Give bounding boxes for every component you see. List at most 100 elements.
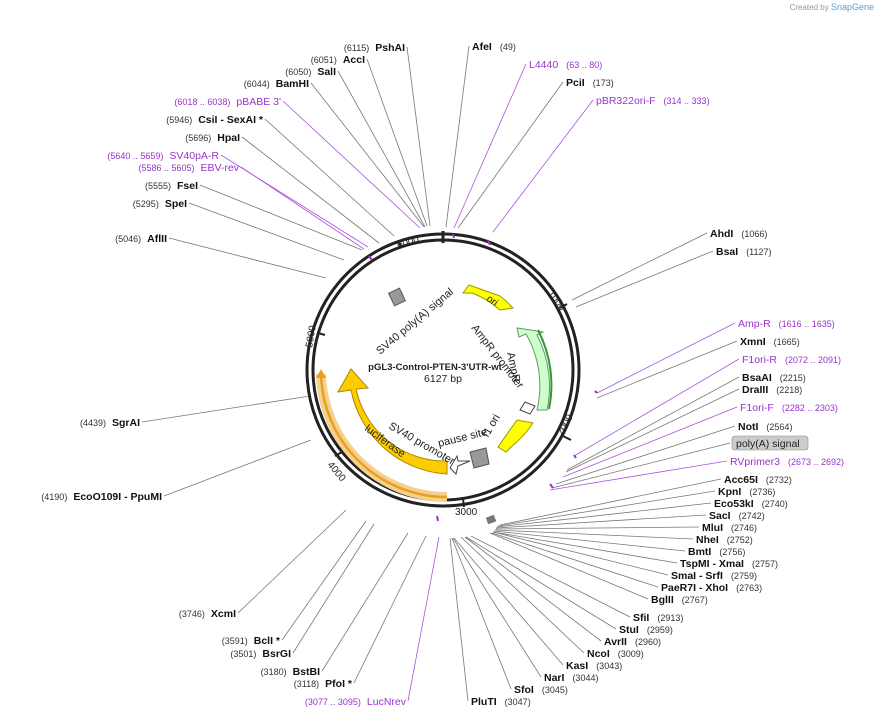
site-label-avrii[interactable]: AvrII(2960) xyxy=(604,636,661,648)
site-label-ebv-rev[interactable]: EBV-rev(5586 .. 5605) xyxy=(138,162,239,174)
tick-label-2000: 2000 xyxy=(555,412,576,437)
site-position: (2757) xyxy=(752,559,778,569)
site-label-aflii[interactable]: AflII(5046) xyxy=(115,233,167,245)
site-name: pBR322ori-F xyxy=(596,95,656,107)
leader-bsaai xyxy=(566,376,740,471)
site-label-ecoo109i-ppumi[interactable]: EcoO109I - PpuMI(4190) xyxy=(41,491,162,503)
leader-smai-srfi xyxy=(492,531,669,576)
site-label-ncoi[interactable]: NcoI(3009) xyxy=(587,648,644,660)
site-label-sgrai[interactable]: SgrAI(4439) xyxy=(80,417,140,429)
site-label-acci[interactable]: AccI(6051) xyxy=(311,54,365,66)
site-label-saci[interactable]: SacI(2742) xyxy=(709,510,765,522)
site-label-pshai[interactable]: PshAI(6115) xyxy=(344,42,405,54)
site-label-pcii[interactable]: PciI(173) xyxy=(566,77,614,89)
site-name: EBV-rev xyxy=(200,162,239,174)
feature-badge xyxy=(731,435,809,451)
tick-1000 xyxy=(559,303,568,309)
site-label-bsai[interactable]: BsaI(1127) xyxy=(716,246,772,258)
site-label-amp-r[interactable]: Amp-R(1616 .. 1635) xyxy=(738,318,835,330)
site-label-fsei[interactable]: FseI(5555) xyxy=(145,180,198,192)
leader-sfii xyxy=(470,535,631,618)
site-label-pluti[interactable]: PluTI(3047) xyxy=(471,696,531,708)
site-label-bsrgi[interactable]: BsrGI(3501) xyxy=(230,648,291,660)
site-name: F1ori-R xyxy=(742,354,777,366)
site-label-noti[interactable]: NotI(2564) xyxy=(738,421,792,433)
site-label-sfoi[interactable]: SfoI(3045) xyxy=(514,684,568,696)
site-name: SgrAI xyxy=(112,417,140,429)
site-label-csii-sexai[interactable]: CsiI - SexAI *(5946) xyxy=(166,114,264,126)
site-label-tspmi-xmai[interactable]: TspMI - XmaI(2757) xyxy=(680,558,778,570)
leader-paer7i-xhoi xyxy=(491,532,659,588)
site-label-lucnrev[interactable]: LucNrev(3077 .. 3095) xyxy=(305,696,407,708)
site-name: PluTI xyxy=(471,696,497,708)
f1-ori-feature[interactable] xyxy=(497,419,534,453)
site-name: AccI xyxy=(343,54,365,66)
leader-sali xyxy=(337,70,426,228)
site-label-sfii[interactable]: SfiI(2913) xyxy=(633,612,683,624)
site-position: (2215) xyxy=(780,373,806,383)
site-label-sv40pa-r[interactable]: SV40pA-R(5640 .. 5659) xyxy=(107,150,219,162)
site-label-poly-a-signal[interactable]: poly(A) signal xyxy=(731,435,809,451)
site-position: (2960) xyxy=(635,637,661,647)
site-label-spei[interactable]: SpeI(5295) xyxy=(133,198,187,210)
site-label-sali[interactable]: SalI(6050) xyxy=(285,66,336,78)
site-label-kasi[interactable]: KasI(3043) xyxy=(566,660,622,672)
site-label-eco53ki[interactable]: Eco53kI(2740) xyxy=(714,498,788,510)
pause-site-feature[interactable] xyxy=(469,447,490,469)
ampr-feature[interactable] xyxy=(516,327,550,411)
site-label-xmni[interactable]: XmnI(1665) xyxy=(740,336,800,348)
site-position: (2763) xyxy=(736,583,762,593)
leader-bmti xyxy=(493,530,686,552)
site-label-hpai[interactable]: HpaI(5696) xyxy=(185,132,240,144)
ori-feature[interactable] xyxy=(462,284,514,311)
site-label-xcmi[interactable]: XcmI(3746) xyxy=(179,608,236,620)
site-name: CsiI - SexAI * xyxy=(198,114,264,126)
site-label-mlui[interactable]: MluI(2746) xyxy=(702,522,757,534)
site-label-paer7i-xhoi[interactable]: PaeR7I - XhoI(2763) xyxy=(661,582,762,594)
leader-mlui xyxy=(495,526,700,530)
site-position: (173) xyxy=(593,78,614,88)
site-label-rvprimer3[interactable]: RVprimer3(2673 .. 2692) xyxy=(730,456,844,468)
site-name: BmtI xyxy=(688,546,711,558)
site-label-ahdi[interactable]: AhdI(1066) xyxy=(710,228,767,240)
site-name: NarI xyxy=(544,672,565,684)
sv40-polya-label: SV40 poly(A) signal xyxy=(374,286,456,357)
leader-stui xyxy=(465,536,617,630)
sv40-polya-feature[interactable] xyxy=(387,287,407,307)
site-label-bcli[interactable]: BclI * (3591) xyxy=(222,635,281,647)
site-label-bstbi[interactable]: BstBI(3180) xyxy=(261,666,321,678)
site-name: BclI * xyxy=(254,635,281,647)
site-position: (3591) xyxy=(222,636,248,646)
site-label-acc65i[interactable]: Acc65I(2732) xyxy=(724,474,792,486)
tick-4000 xyxy=(334,451,343,457)
site-label-bmti[interactable]: BmtI(2756) xyxy=(688,546,745,558)
luciferase-outer-arrowhead xyxy=(316,369,326,378)
site-label-kpni[interactable]: KpnI(2736) xyxy=(718,486,775,498)
site-name: L4440 xyxy=(529,59,558,71)
site-label-smai-srfi[interactable]: SmaI - SrfI(2759) xyxy=(671,570,757,582)
site-label-l4440[interactable]: L4440(63 .. 80) xyxy=(529,59,602,71)
site-label-stui[interactable]: StuI(2959) xyxy=(619,624,673,636)
leader-sgrai xyxy=(141,395,311,423)
ampr-promoter-feature[interactable] xyxy=(519,401,536,415)
tick-3000 xyxy=(462,498,465,508)
site-label-draiii[interactable]: DraIII(2218) xyxy=(742,384,802,396)
site-label-pbr322ori-f[interactable]: pBR322ori-F(314 .. 333) xyxy=(596,95,710,107)
site-label-bsaai[interactable]: BsaAI(2215) xyxy=(742,372,806,384)
site-position: (2564) xyxy=(766,422,792,432)
site-label-bglii[interactable]: BglII(2767) xyxy=(651,594,708,606)
site-label-afei[interactable]: AfeI(49) xyxy=(472,41,516,53)
luciferase-feature[interactable] xyxy=(337,368,448,475)
site-label-bamhi[interactable]: BamHI(6044) xyxy=(244,78,309,90)
site-position: (3180) xyxy=(261,667,287,677)
site-label-f1ori-r[interactable]: F1ori-R(2072 .. 2091) xyxy=(742,354,841,366)
site-label-nhei[interactable]: NheI(2752) xyxy=(696,534,753,546)
site-name: AflII xyxy=(147,233,167,245)
site-label-pfoi[interactable]: PfoI *(3118) xyxy=(294,678,353,690)
site-label-pbabe-3[interactable]: pBABE 3'(6018 .. 6038) xyxy=(174,96,281,108)
site-label-nari[interactable]: NarI(3044) xyxy=(544,672,598,684)
site-label-f1ori-f[interactable]: F1ori-F(2282 .. 2303) xyxy=(740,402,838,414)
sv40-promoter-feature[interactable] xyxy=(449,454,471,475)
site-name: LucNrev xyxy=(367,696,407,708)
tick-label-3000: 3000 xyxy=(455,507,478,518)
